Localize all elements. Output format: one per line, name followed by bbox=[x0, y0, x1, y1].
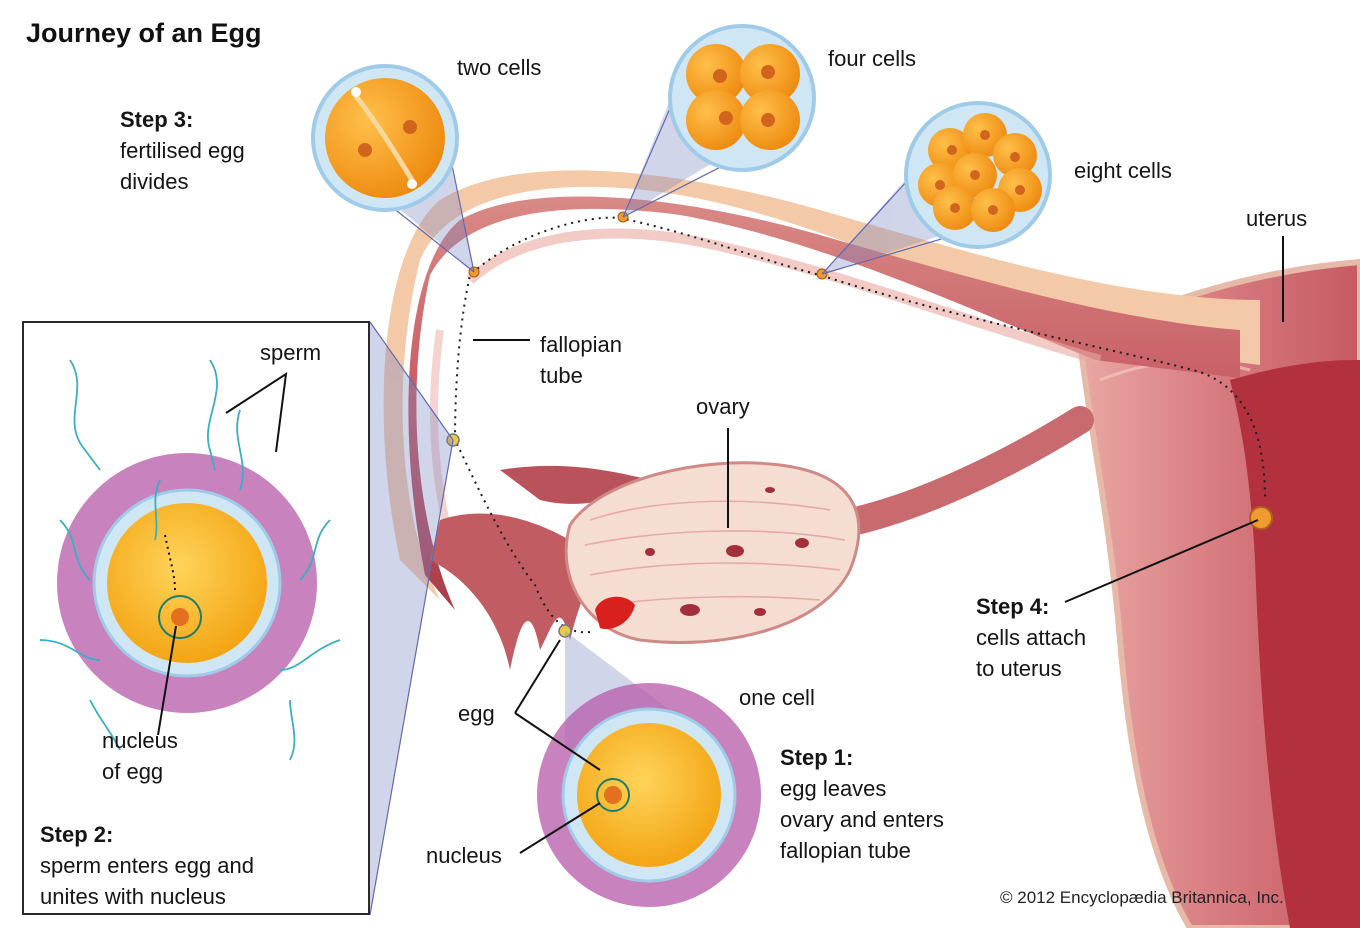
label-uterus: uterus bbox=[1246, 206, 1308, 231]
step-4-heading: Step 4: bbox=[976, 594, 1050, 619]
step-3-heading: Step 3: bbox=[120, 107, 194, 132]
step-3-line2: divides bbox=[120, 169, 189, 194]
step-4-line2: to uterus bbox=[976, 656, 1062, 681]
one-cell-egg bbox=[537, 683, 761, 907]
label-fallopian-tube: fallopian tube bbox=[540, 329, 622, 391]
label-fallopian-tube-line2: tube bbox=[540, 363, 583, 388]
label-two-cells: two cells bbox=[457, 55, 542, 80]
uterus-shape bbox=[1076, 258, 1360, 928]
four-cells-embryo bbox=[668, 24, 816, 172]
label-ovary: ovary bbox=[696, 394, 750, 419]
copyright-credit: © 2012 Encyclopædia Britannica, Inc. bbox=[1000, 888, 1284, 907]
two-cells-embryo bbox=[311, 64, 459, 212]
step-2-heading: Step 2: bbox=[40, 822, 114, 847]
step-4-line1: cells attach bbox=[976, 625, 1087, 650]
step-4-caption: Step 4: cells attach to uterus bbox=[976, 591, 1086, 684]
label-nucleus-of-egg: nucleus of egg bbox=[102, 725, 178, 787]
path-markers bbox=[446, 211, 1273, 638]
step-1-line2: ovary and enters bbox=[780, 807, 944, 832]
label-nucleus-of-egg-line1: nucleus bbox=[102, 728, 178, 753]
label-egg: egg bbox=[458, 701, 495, 726]
label-pointers bbox=[157, 236, 1284, 854]
step-1-caption: Step 1: egg leaves ovary and enters fall… bbox=[780, 742, 944, 866]
label-four-cells: four cells bbox=[828, 46, 917, 71]
label-nucleus-of-egg-line2: of egg bbox=[102, 759, 164, 784]
fallopian-tube-shape bbox=[383, 170, 1260, 610]
ovary-shape bbox=[564, 461, 861, 644]
step-3-caption: Step 3: fertilised egg divides bbox=[120, 104, 245, 197]
migration-path bbox=[453, 216, 1266, 634]
step-2-line2: unites with nucleus bbox=[40, 884, 226, 909]
step-2-line1: sperm enters egg and bbox=[40, 853, 255, 878]
eight-cells-embryo bbox=[904, 101, 1052, 249]
step-1-line3: fallopian tube bbox=[780, 838, 911, 863]
label-one-cell: one cell bbox=[739, 685, 815, 710]
step-3-line1: fertilised egg bbox=[120, 138, 245, 163]
inset-fertilization bbox=[39, 359, 341, 761]
step-1-heading: Step 1: bbox=[780, 745, 854, 770]
label-eight-cells: eight cells bbox=[1074, 158, 1172, 183]
step-2-caption: Step 2: sperm enters egg and unites with… bbox=[40, 819, 254, 912]
step-1-line1: egg leaves bbox=[780, 776, 887, 801]
label-nucleus: nucleus bbox=[426, 843, 502, 868]
ovarian-ligament bbox=[846, 406, 1094, 534]
page-title: Journey of an Egg bbox=[26, 18, 262, 48]
inset-frame bbox=[22, 321, 370, 915]
label-sperm: sperm bbox=[260, 340, 322, 365]
label-fallopian-tube-line1: fallopian bbox=[540, 332, 622, 357]
